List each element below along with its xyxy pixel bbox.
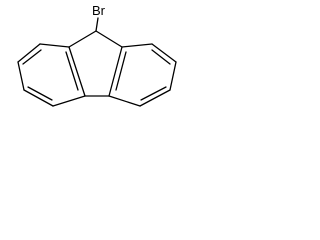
structure-diagram: Br bbox=[0, 0, 194, 155]
left-ring-bond-3 bbox=[17, 61, 25, 91]
c9-c8a-bond bbox=[95, 30, 123, 48]
left-ring-double-2 bbox=[27, 86, 53, 101]
left-ring-bond-6 bbox=[68, 46, 86, 97]
left-ring-bond-5 bbox=[52, 95, 86, 107]
right-ring-bond-1 bbox=[121, 43, 153, 48]
right-ring-bond-5 bbox=[108, 95, 141, 107]
right-ring-double-3 bbox=[115, 51, 127, 91]
left-ring-double-3 bbox=[65, 51, 79, 91]
fluorene-skeleton: Br bbox=[17, 3, 177, 107]
c9-br-bond bbox=[95, 17, 99, 32]
right-ring-bond-3 bbox=[169, 61, 177, 91]
right-ring-double-2 bbox=[140, 86, 167, 101]
c9-c9a-bond bbox=[68, 30, 97, 48]
right-ring-bond-4 bbox=[139, 89, 171, 107]
right-ring-bond-6 bbox=[108, 46, 123, 97]
left-ring-bond-4 bbox=[23, 89, 54, 107]
left-ring-double-1 bbox=[22, 49, 42, 65]
right-ring-double-1 bbox=[151, 49, 171, 65]
bromine-atom-label: Br bbox=[92, 3, 106, 18]
left-ring-bond-1 bbox=[39, 43, 70, 48]
right-ring-bond-2 bbox=[151, 43, 177, 63]
left-ring-bond-2 bbox=[17, 43, 41, 63]
